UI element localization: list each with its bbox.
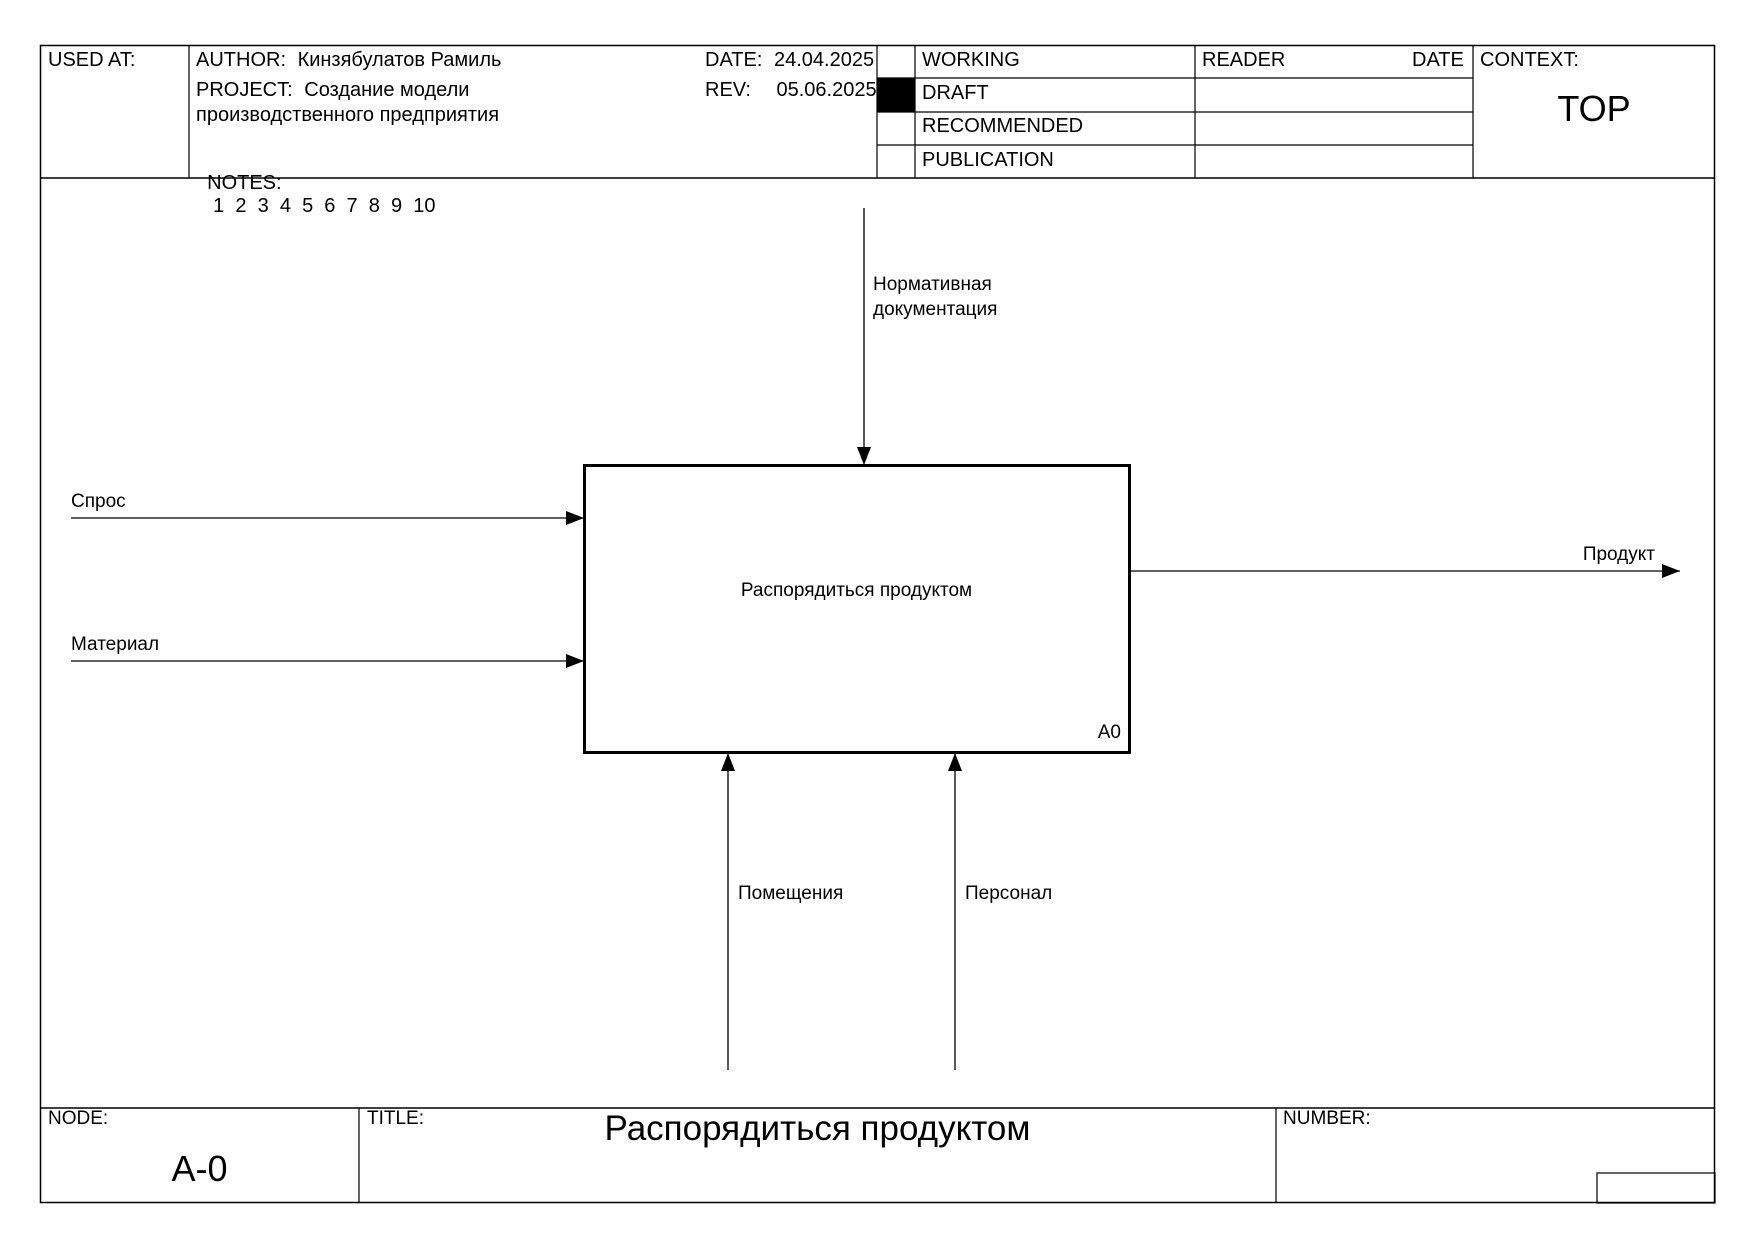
activity-box-id: A0: [1097, 722, 1121, 743]
reader-label: READER: [1202, 49, 1286, 71]
date-label: DATE:: [705, 49, 763, 71]
project-field: PROJECT: Создание модели: [196, 79, 469, 102]
reader-date-label: DATE: [1412, 49, 1464, 71]
control-label-line1: Нормативная: [873, 274, 992, 295]
activity-box-label: Распорядиться продуктом: [740, 580, 973, 601]
mechanism-label-2: Персонал: [965, 883, 1053, 904]
context-value: TOP: [1557, 88, 1631, 129]
author-value: Кинзябулатов Рамиль: [297, 49, 502, 71]
notes-value: 1 2 3 4 5 6 7 8 9 10: [213, 195, 436, 217]
author-field: AUTHOR: Кинзябулатов Рамиль: [196, 49, 501, 72]
project-value-line1: Создание модели: [304, 79, 470, 101]
control-label-line2: документация: [873, 299, 998, 320]
date-value: 24.04.2025: [773, 49, 875, 71]
date-field: DATE: 24.04.2025: [705, 49, 874, 72]
activity-box-a0[interactable]: [583, 464, 1131, 754]
project-label: PROJECT:: [196, 79, 293, 101]
mechanism-label-1: Помещения: [738, 883, 844, 904]
context-label: CONTEXT:: [1480, 49, 1579, 71]
author-label: AUTHOR:: [196, 49, 286, 71]
number-label: NUMBER:: [1283, 1108, 1371, 1129]
status-recommended: RECOMMENDED: [922, 115, 1084, 137]
input-label-2: Материал: [71, 634, 160, 655]
status-draft: DRAFT: [922, 82, 989, 104]
title-label: TITLE:: [367, 1108, 425, 1129]
footer-number-cell: [1596, 1172, 1716, 1204]
title-value: Распорядиться продуктом: [604, 1109, 1031, 1148]
rev-label: REV:: [705, 79, 751, 101]
node-label: NODE:: [48, 1108, 109, 1129]
used-at-label: USED AT:: [48, 49, 136, 71]
status-working: WORKING: [922, 49, 1020, 71]
node-value: A-0: [171, 1148, 228, 1189]
output-label: Продукт: [1582, 544, 1655, 565]
status-publication: PUBLICATION: [922, 149, 1054, 171]
project-value-line2: производственного предприятия: [196, 104, 500, 126]
rev-value: 05.06.2025: [776, 79, 877, 101]
notes-field: NOTES: 1 2 3 4 5 6 7 8 9 10: [196, 149, 436, 218]
input-label-1: Спрос: [71, 491, 126, 512]
notes-label: NOTES:: [207, 172, 282, 194]
status-draft-marker: [877, 78, 915, 112]
rev-field: REV: 05.06.2025: [705, 79, 877, 102]
